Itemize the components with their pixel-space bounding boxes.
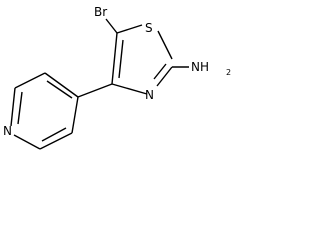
bond-py-c5-c4 <box>44 72 79 98</box>
molecule-structure-diagram: Br S N NH 2 N <box>3 5 231 150</box>
bond-py-n1-c6-double <box>17 91 23 125</box>
bond-c4-c5 <box>111 32 118 85</box>
amine-subscript-label: 2 <box>226 68 231 77</box>
bond-py-c3-c2 <box>39 132 73 150</box>
bond-c5-s1 <box>116 24 143 34</box>
sulfur-atom-label: S <box>145 21 153 35</box>
bond-py-c2-n1 <box>13 134 41 150</box>
bond-s1-c2 <box>157 30 173 60</box>
bond-py-c4-c3 <box>71 96 79 134</box>
bond-c4-c5-double <box>118 39 124 79</box>
bond-c2-n3-double <box>153 63 167 80</box>
bond-c4-pyridine <box>77 83 113 98</box>
pyridine-nitrogen-atom-label: N <box>3 124 12 138</box>
amine-group-label: NH <box>191 60 209 74</box>
bond-py-c3-c2-double <box>41 127 67 142</box>
bond-py-c6-c5 <box>14 72 46 89</box>
atom-labels: Br S N NH 2 N <box>3 5 231 138</box>
thiazole-nitrogen-atom-label: N <box>145 88 154 102</box>
bond-c5-br <box>105 18 118 34</box>
bond-c2-n3 <box>156 66 173 87</box>
bond-py-n1-c6 <box>10 87 16 127</box>
bond-py-c5-c4-double <box>46 80 73 99</box>
bonds <box>10 18 189 150</box>
bond-n3-c4 <box>111 83 148 95</box>
bromine-atom-label: Br <box>94 5 107 19</box>
